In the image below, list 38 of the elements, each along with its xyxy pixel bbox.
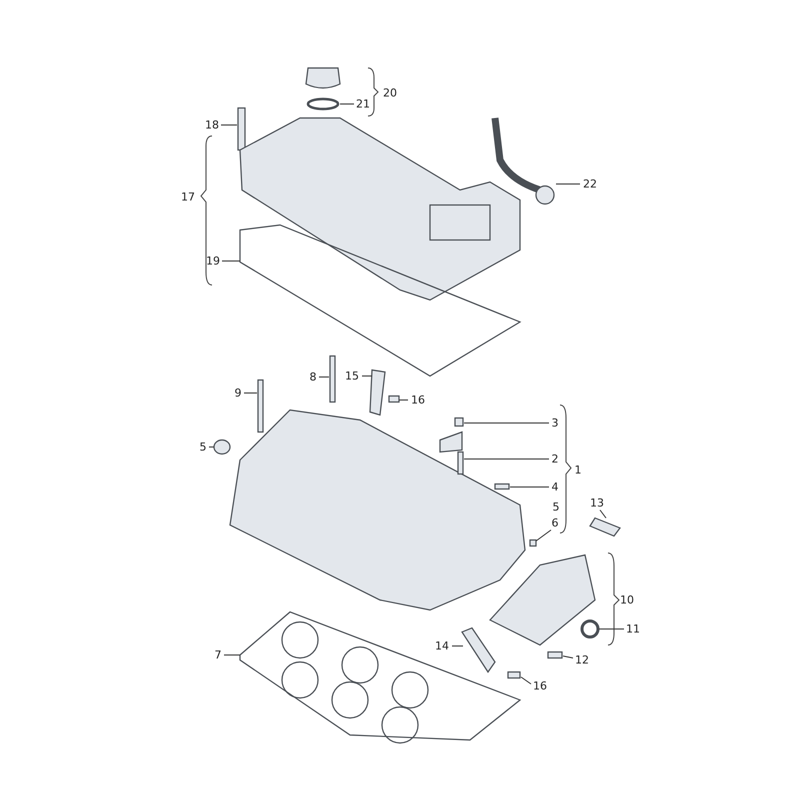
callout-number: 16 — [533, 680, 547, 692]
callout-number: 14 — [435, 640, 449, 652]
leader-line — [464, 458, 550, 460]
callout-number: 4 — [552, 480, 558, 494]
callout-number: 17 — [181, 190, 195, 204]
callout-number: 16 — [411, 394, 425, 406]
leader-line — [208, 446, 214, 448]
leader-line — [600, 510, 606, 518]
leader-line — [222, 260, 240, 262]
callout-number: 5 — [200, 440, 206, 454]
leader-line — [562, 656, 574, 658]
callout-number: 20 — [383, 86, 397, 100]
callout-number: 18 — [205, 118, 219, 132]
callout-number: 11 — [626, 622, 640, 636]
callout-number: 21 — [356, 98, 370, 110]
callout-number: 2 — [552, 452, 558, 466]
leader-line — [224, 654, 240, 656]
callout-number: 10 — [620, 594, 634, 606]
leader-line — [318, 376, 330, 378]
callout-number: 15 — [345, 370, 359, 382]
callout-number: 6 — [552, 516, 558, 530]
callout-number: 8 — [310, 370, 316, 384]
callout-number: 12 — [575, 654, 589, 666]
callout-number: 5 — [552, 500, 560, 514]
callout-number: 19 — [206, 254, 220, 268]
callout-number: 13 — [590, 496, 604, 510]
leader-line — [510, 486, 550, 488]
leader-line — [220, 124, 238, 126]
leader-line — [520, 676, 532, 684]
leader-line — [536, 530, 552, 542]
callout-number: 1 — [574, 464, 582, 476]
callout-number: 7 — [214, 648, 222, 662]
callout-number: 3 — [552, 416, 558, 430]
callout-number: 9 — [234, 386, 242, 400]
callout-number: 22 — [583, 178, 597, 190]
leader-line — [598, 628, 624, 630]
leader-line — [244, 392, 258, 394]
leader-line — [464, 422, 550, 424]
